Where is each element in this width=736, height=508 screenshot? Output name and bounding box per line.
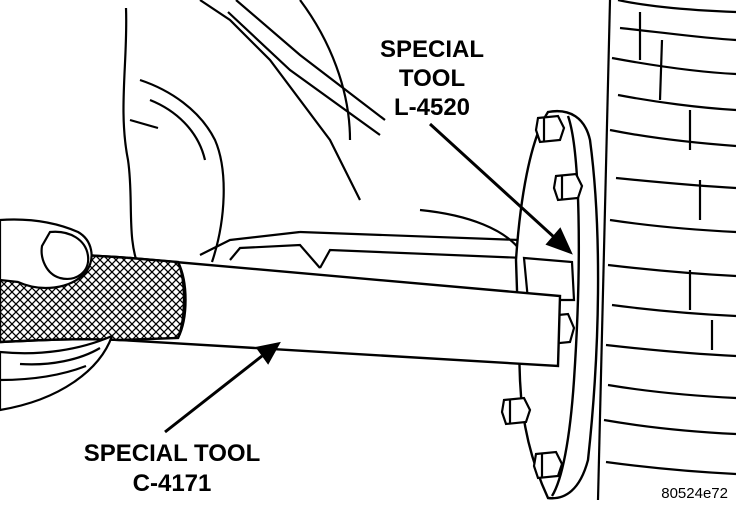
callout-c4171-line1: SPECIAL TOOL — [84, 440, 260, 467]
arrow-l4520-line — [428, 122, 557, 240]
special-tool-l4520 — [522, 256, 576, 302]
tire-tread — [596, 0, 736, 501]
lug-nut — [552, 172, 584, 202]
arrow-l4520-head — [545, 227, 573, 255]
lug-nut — [534, 114, 566, 144]
axle-housing — [122, 0, 526, 271]
callout-l4520-line2: TOOL — [399, 65, 465, 92]
lug-nut — [532, 450, 564, 480]
callout-c4171-line2: C-4171 — [133, 470, 212, 497]
arrow-c4171-head — [255, 341, 281, 365]
hand — [0, 218, 114, 412]
figure-id: 80524e72 — [661, 485, 728, 502]
callout-l4520-line3: L-4520 — [394, 94, 470, 121]
lug-nut — [500, 396, 532, 426]
arrow-c4171-line — [164, 354, 263, 434]
callout-arrows — [164, 122, 573, 434]
callout-l4520-line1: SPECIAL — [380, 36, 484, 63]
